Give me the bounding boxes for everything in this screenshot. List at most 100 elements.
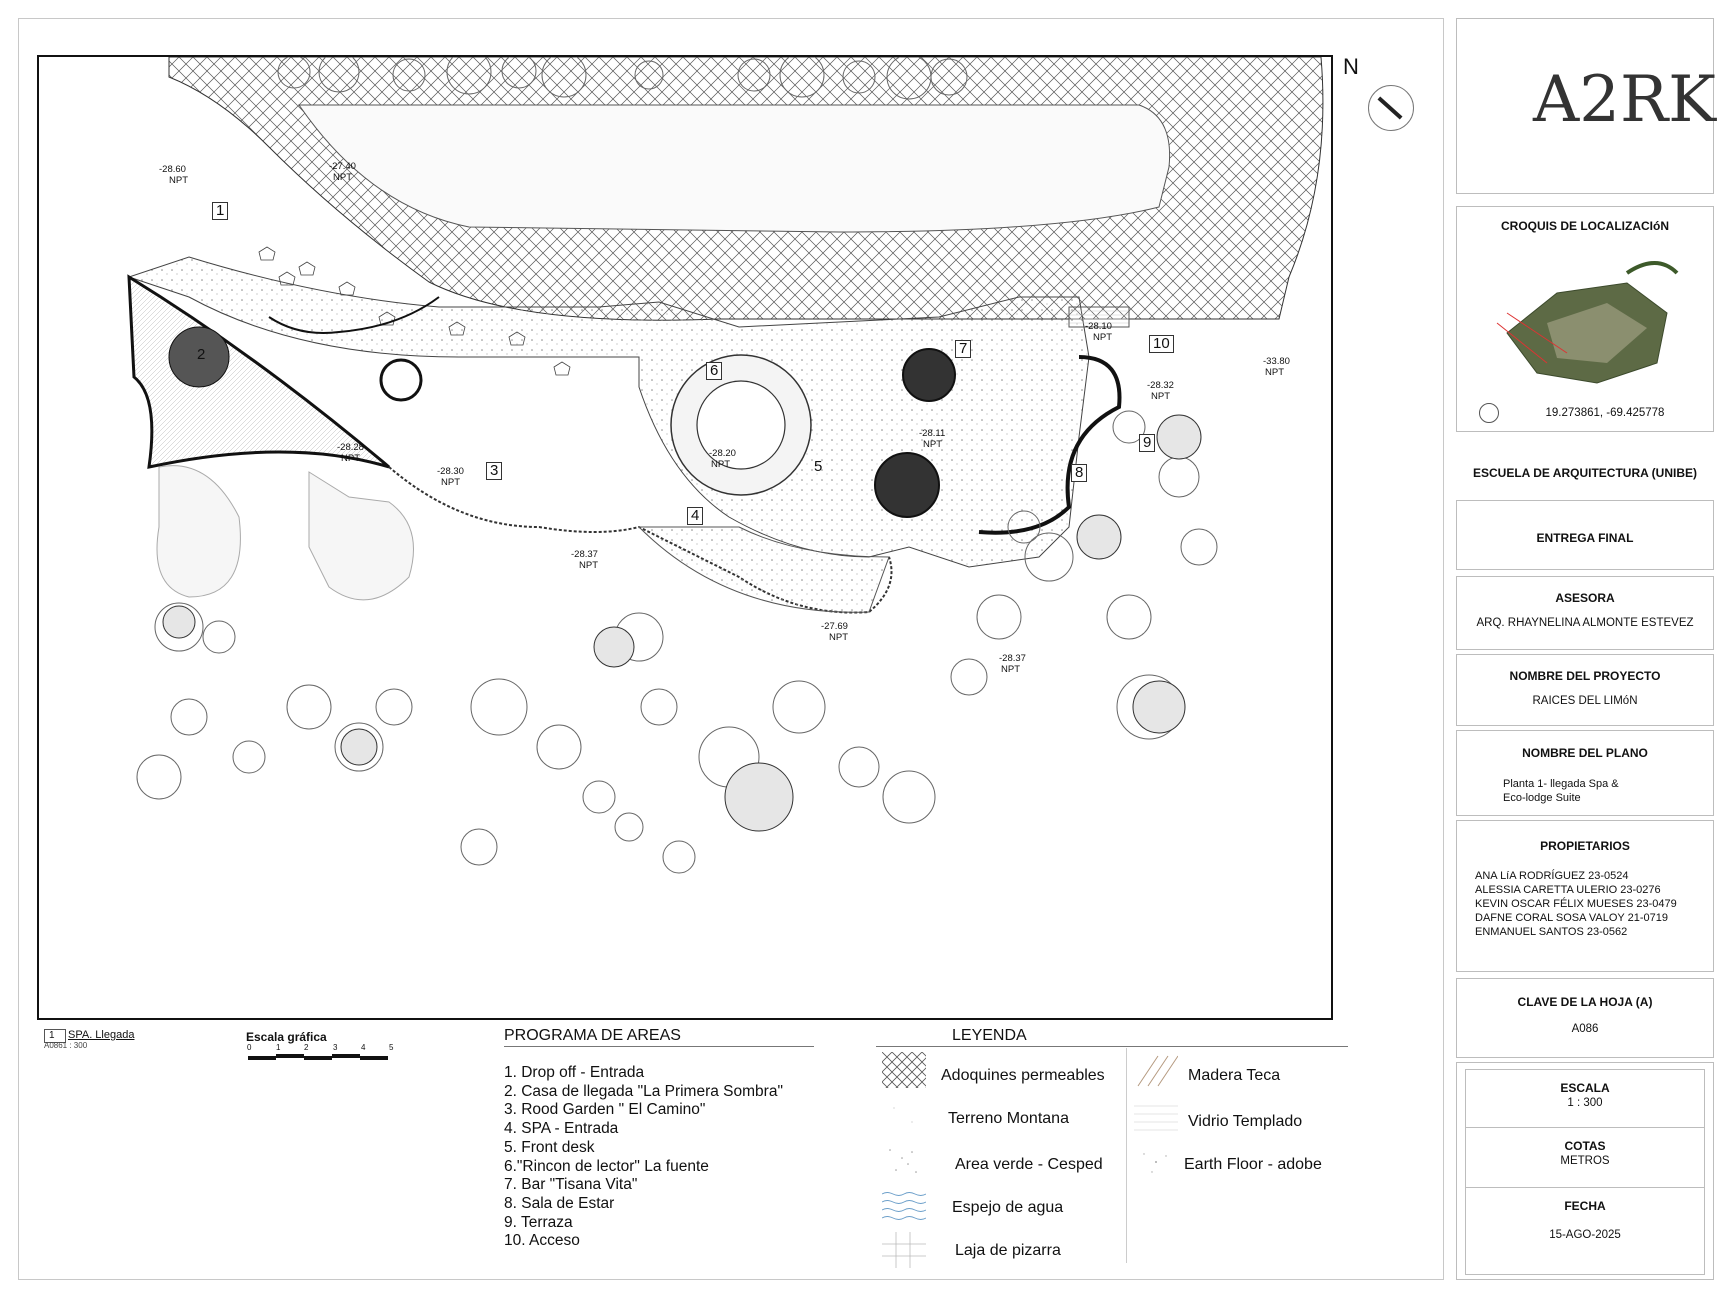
legend-column-divider — [1126, 1048, 1127, 1263]
date-value: 15-AGO-2025 — [1549, 1229, 1621, 1241]
program-item: 10. Acceso — [504, 1232, 580, 1250]
view-number: 1 — [49, 1030, 55, 1041]
level-label: -28.60 NPT — [159, 164, 188, 186]
scale-tick: 3 — [333, 1043, 338, 1052]
drawing-name: Planta 1- llegada Spa & Eco-lodge Suite — [1503, 777, 1619, 805]
level-value: -28.20 — [709, 448, 736, 459]
location-sketch-box: CROQUIS DE LOCALIZACIóN 19.273861, -69.4… — [1456, 206, 1714, 432]
level-tag: NPT — [711, 459, 730, 470]
area-number[interactable]: 4 — [687, 507, 704, 525]
units-label: COTAS — [1564, 1139, 1606, 1153]
area-number[interactable]: 3 — [486, 462, 503, 480]
sheet-key-box: CLAVE DE LA HOJA (A) A086 — [1456, 978, 1714, 1058]
scale-divider — [1465, 1127, 1705, 1128]
level-tag: NPT — [1151, 391, 1170, 402]
level-tag: NPT — [579, 560, 598, 571]
scale-tick: 5 — [389, 1043, 394, 1052]
level-label: -28.32 NPT — [1147, 380, 1174, 402]
level-label: -33.80 NPT — [1263, 356, 1290, 378]
area-number[interactable]: 9 — [1139, 434, 1156, 452]
owners-list: ANA LíA RODRÍGUEZ 23-0524 ALESSIA CARETT… — [1475, 869, 1677, 939]
grid-swatch-icon — [882, 1232, 926, 1268]
legend-label: Espejo de agua — [952, 1199, 1064, 1216]
level-label: -27.69 NPT — [821, 621, 848, 643]
area-number[interactable]: 1 — [212, 202, 229, 220]
level-value: -28.37 — [999, 653, 1026, 664]
owner-name: ANA LíA RODRÍGUEZ 23-0524 — [1475, 870, 1629, 882]
dots-swatch-icon — [889, 1149, 917, 1173]
level-tag: NPT — [333, 172, 352, 183]
view-sheet-scale: A0861 : 300 — [44, 1041, 88, 1050]
level-label: -28.30 NPT — [437, 466, 464, 488]
area-number[interactable]: 5 — [814, 458, 823, 475]
program-item: 2. Casa de llegada "La Primera Sombra" — [504, 1082, 783, 1100]
sheet-frame — [18, 18, 1444, 1280]
program-item: 8. Sala de Estar — [504, 1194, 615, 1212]
advisor-box: ASESORA ARQ. RHAYNELINA ALMONTE ESTEVEZ — [1456, 576, 1714, 650]
crosshatch-swatch-icon — [882, 1052, 926, 1088]
advisor-name: ARQ. RHAYNELINA ALMONTE ESTEVEZ — [1476, 617, 1694, 629]
sheet-key: A086 — [1571, 1023, 1599, 1035]
program-item: 7. Bar "Tisana Vita" — [504, 1176, 638, 1194]
speckle-swatch-icon — [1143, 1153, 1167, 1173]
legend-label: Area verde - Cesped — [955, 1156, 1103, 1173]
scale-tick: 0 — [247, 1043, 252, 1052]
level-tag: NPT — [169, 175, 188, 186]
level-value: -27.69 — [821, 621, 848, 632]
legend-label: Madera Teca — [1188, 1067, 1281, 1084]
scale-value: 1 : 300 — [1567, 1097, 1603, 1109]
legend-label: Laja de pizarra — [955, 1242, 1061, 1259]
level-tag: NPT — [1093, 332, 1112, 343]
owners-label: PROPIETARIOS — [1540, 839, 1630, 853]
firm-logo: A2RK — [1533, 63, 1716, 137]
area-number[interactable]: 2 — [197, 346, 206, 363]
drawing-name-line: Eco-lodge Suite — [1503, 792, 1581, 804]
program-title: PROGRAMA DE AREAS — [504, 1027, 681, 1044]
legend-label: Terreno Montana — [948, 1110, 1069, 1127]
drawing-name-box: NOMBRE DEL PLANO Planta 1- llegada Spa &… — [1456, 730, 1714, 816]
waves-swatch-icon — [882, 1192, 926, 1220]
level-value: -28.10 — [1085, 321, 1112, 332]
date-label: FECHA — [1564, 1199, 1606, 1213]
units-value: METROS — [1560, 1155, 1610, 1167]
program-item: 1. Drop off - Entrada — [504, 1064, 645, 1081]
scale-tick: 1 — [276, 1043, 281, 1052]
program-divider — [504, 1046, 814, 1047]
level-label: -28.28 NPT — [337, 442, 364, 464]
scale-divider — [1465, 1187, 1705, 1188]
level-value: -28.37 — [571, 549, 598, 560]
program-list: 1. Drop off - Entrada 2. Casa de llegada… — [504, 1064, 783, 1251]
area-number[interactable]: 8 — [1071, 464, 1088, 482]
program-item: 6."Rincon de lector" La fuente — [504, 1157, 709, 1175]
horizontal-lines-swatch-icon — [1134, 1105, 1178, 1131]
project-box: NOMBRE DEL PROYECTO RAICES DEL LIMóN — [1456, 654, 1714, 726]
diagonal-lines-swatch-icon — [1137, 1055, 1178, 1087]
north-label: N — [1343, 54, 1359, 79]
scale-box: ESCALA 1 : 300 COTAS METROS FECHA 15-AGO… — [1456, 1062, 1714, 1280]
level-label: -28.37 NPT — [571, 549, 598, 571]
level-value: -28.28 — [337, 442, 364, 453]
level-label: -28.20 NPT — [709, 448, 736, 470]
graphic-scale-title: Escala gráfica — [246, 1030, 327, 1044]
scale-tick: 4 — [361, 1043, 366, 1052]
area-number[interactable]: 10 — [1149, 335, 1174, 353]
view-title[interactable]: SPA. Llegada — [68, 1029, 135, 1041]
level-value: -27.40 — [329, 161, 356, 172]
level-tag: NPT — [441, 477, 460, 488]
program-item: 3. Rood Garden " El Camino" — [504, 1101, 706, 1119]
drawing-name-label: NOMBRE DEL PLANO — [1522, 746, 1648, 760]
level-value: -28.11 — [919, 428, 946, 439]
area-number[interactable]: 6 — [706, 362, 723, 380]
coordinates: 19.273861, -69.425778 — [1545, 407, 1665, 419]
owner-name: DAFNE CORAL SOSA VALOY 21-0719 — [1475, 912, 1668, 924]
legend-title: LEYENDA — [952, 1027, 1027, 1044]
north-arrow-icon — [1368, 85, 1414, 131]
area-number[interactable]: 7 — [955, 340, 972, 358]
project-name: RAICES DEL LIMóN — [1532, 695, 1638, 707]
program-item: 9. Terraza — [504, 1213, 573, 1231]
level-label: -28.11 NPT — [919, 428, 945, 450]
advisor-label: ASESORA — [1555, 591, 1615, 605]
site-plan[interactable]: -28.60 NPT -27.40 NPT -28.28 NPT -28.30 … — [37, 55, 1333, 1020]
level-tag: NPT — [1265, 367, 1284, 378]
owner-name: KEVIN OSCAR FÉLIX MUESES 23-0479 — [1475, 898, 1677, 910]
